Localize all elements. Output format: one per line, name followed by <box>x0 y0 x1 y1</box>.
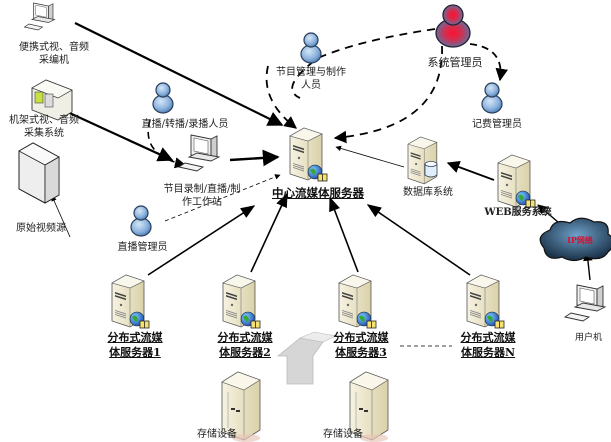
central-server-label: 中心流媒体服务器 <box>272 186 364 200</box>
web-server-label: WEB服务系统 <box>484 207 552 218</box>
user-icon <box>300 32 322 64</box>
edge-sysadmin-to-central <box>333 45 443 144</box>
rack-capture-label: 机架式视、音频 采集系统 <box>0 114 94 140</box>
database-label: 数据库系统 <box>403 187 453 198</box>
edge-portable-to-central <box>74 22 284 126</box>
cloud-icon <box>539 217 611 262</box>
user-icon <box>152 82 174 114</box>
box-icon <box>18 142 60 204</box>
storage-1-label: 存储设备 <box>197 429 237 440</box>
label-line: 分布式流媒 <box>217 331 273 344</box>
edge-dist2-to-central <box>250 192 288 273</box>
edge-distN-to-central <box>366 204 471 276</box>
user-icon <box>481 82 503 114</box>
label-line: 分布式流媒 <box>460 331 516 344</box>
label-line: 体服务器N <box>460 346 516 359</box>
workstation-icon <box>178 134 220 172</box>
edge-database-to-central <box>335 145 405 168</box>
computer-icon <box>24 2 55 31</box>
distributed-server-2-label: 分布式流媒 体服务器2 <box>210 330 280 360</box>
label-line: 分布式流媒 <box>333 331 389 344</box>
storage-2-label: 存储设备 <box>323 429 363 440</box>
user-pc-label: 用户机 <box>574 333 602 343</box>
rack-device-icon <box>31 79 73 121</box>
distributed-server-3-label: 分布式流媒 体服务器3 <box>326 330 396 360</box>
label-line: 体服务器1 <box>109 346 161 359</box>
user-icon <box>130 205 152 237</box>
label-line: 体服务器2 <box>219 346 271 359</box>
distributed-server-1-label: 分布式流媒 体服务器1 <box>100 330 170 360</box>
edge-web-to-database <box>446 161 495 181</box>
label-line: 节目录制/直播/制 <box>163 184 241 195</box>
distributed-server-n-label: 分布式流媒 体服务器N <box>453 330 523 360</box>
edge-sysadmin-to-billing <box>469 43 508 82</box>
label-line: 便携式视、音频 <box>19 42 89 53</box>
edge-programstaff-to-central <box>265 65 297 129</box>
admin-user-icon <box>435 4 471 48</box>
edge-dist3-to-central <box>329 196 359 273</box>
sys-admin-label: 系统管理员 <box>427 56 483 69</box>
edge-broadcast-staff-to-workstation <box>147 119 187 169</box>
broadcast-staff-label: 直播/转播/录播人员 <box>141 119 229 130</box>
ip-network-label: IP网络 <box>567 235 593 245</box>
database-cylinder-icon <box>424 161 438 178</box>
label-line: 人员 <box>301 80 321 91</box>
label-line: 采集系统 <box>24 128 64 139</box>
edge-rack-to-workstation <box>62 109 174 162</box>
label-line: 分布式流媒 <box>107 331 163 344</box>
portable-capture-label: 便携式视、音频 采编机 <box>4 41 104 67</box>
label-line: 采编机 <box>39 55 69 66</box>
raw-source-label: 原始视频源 <box>16 223 66 234</box>
storage-upload-arrow <box>276 331 337 385</box>
edge-rawsource-to-rack <box>51 195 71 238</box>
live-admin-label: 直播管理员 <box>117 242 168 253</box>
workstation-label: 节目录制/直播/制 作工作站 <box>147 183 257 209</box>
computer-icon <box>564 284 606 322</box>
edge-sysadmin-arc <box>291 28 436 99</box>
program-staff-label: 节目管理与制作 人员 <box>266 66 356 92</box>
edge-workstation-to-central <box>229 149 280 167</box>
connectors <box>51 22 593 347</box>
label-line: 节目管理与制作 <box>276 67 346 78</box>
label-line: 机架式视、音频 <box>9 115 79 126</box>
edge-dist1-to-central <box>147 205 256 276</box>
billing-admin-label: 记费管理员 <box>472 119 522 130</box>
label-line: 作工作站 <box>182 197 222 208</box>
label-line: 体服务器3 <box>335 346 387 359</box>
